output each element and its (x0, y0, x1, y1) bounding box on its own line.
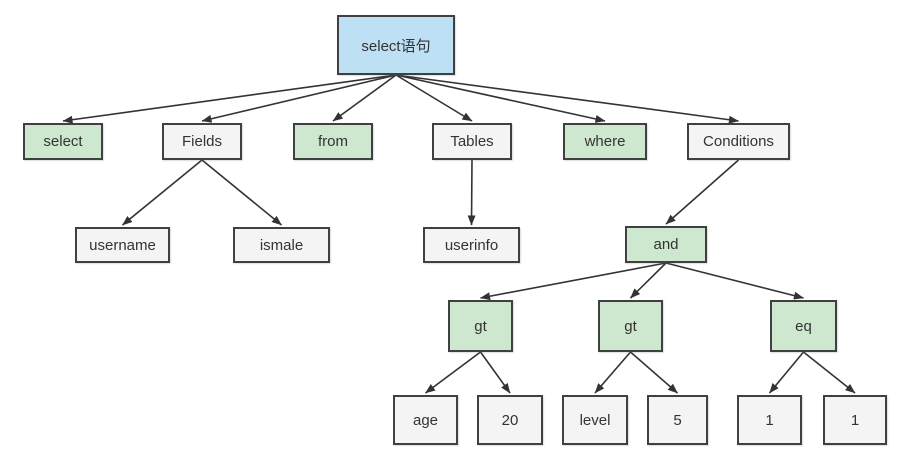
node-root: select语句 (337, 15, 455, 75)
node-label: select (43, 133, 83, 150)
node-label: 1 (765, 411, 774, 429)
node-label: 5 (673, 411, 682, 429)
node-v1a: 1 (737, 395, 802, 445)
node-gt2: gt (598, 300, 663, 352)
node-label: gt (474, 317, 487, 335)
node-label: and (653, 236, 679, 253)
node-label: level (579, 411, 611, 429)
node-kw-select: select (23, 123, 103, 160)
node-gt1: gt (448, 300, 513, 352)
node-userinfo: userinfo (423, 227, 520, 263)
node-label: userinfo (444, 236, 499, 254)
node-conditions: Conditions (687, 123, 790, 160)
node-label: gt (624, 317, 637, 335)
node-ismale: ismale (233, 227, 330, 263)
node-tables: Tables (432, 123, 512, 160)
node-eq: eq (770, 300, 837, 352)
node-label: age (412, 411, 439, 429)
node-fields: Fields (162, 123, 242, 160)
node-kw-where: where (563, 123, 647, 160)
node-label: Conditions (703, 133, 774, 150)
node-and: and (625, 226, 707, 263)
node-label: 1 (850, 411, 860, 429)
node-label: 20 (501, 411, 519, 429)
node-label: username (89, 236, 156, 254)
node-v5: 5 (647, 395, 708, 445)
node-label: from (318, 133, 348, 150)
node-label: ismale (259, 236, 304, 254)
node-label: Fields (181, 133, 222, 150)
node-age: age (393, 395, 458, 445)
node-kw-from: from (293, 123, 373, 160)
node-v1b: 1 (823, 395, 887, 445)
node-level: level (562, 395, 628, 445)
node-label: Tables (450, 133, 494, 150)
node-label: select语句 (361, 37, 431, 55)
node-username: username (75, 227, 170, 263)
node-label: where (584, 133, 626, 150)
node-v20: 20 (477, 395, 543, 445)
node-label: eq (795, 317, 812, 335)
